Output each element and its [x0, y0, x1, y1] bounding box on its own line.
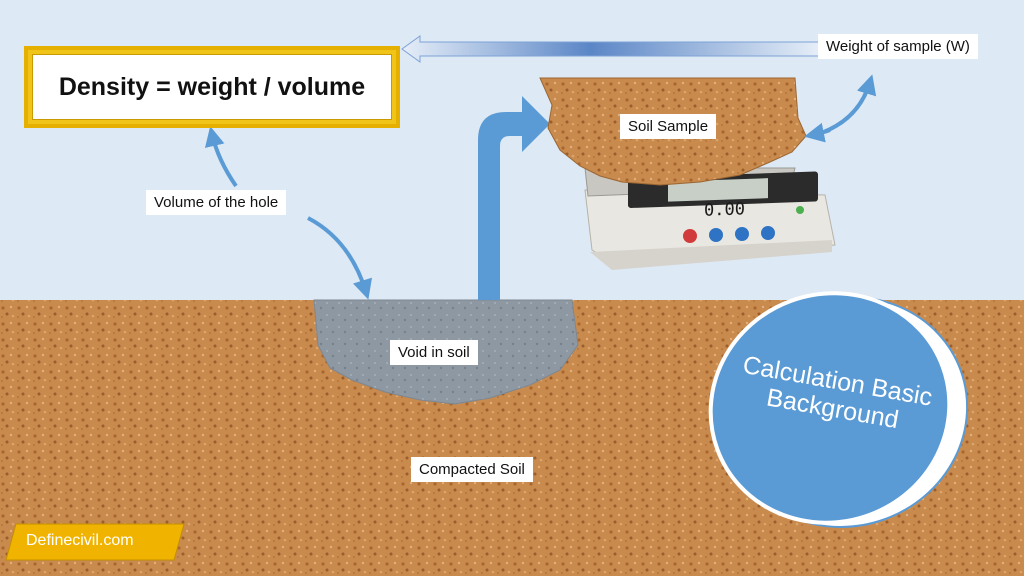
transfer-arrow [478, 96, 550, 300]
soil-sample-label: Soil Sample [620, 114, 717, 139]
compacted-soil-label: Compacted Soil [411, 457, 533, 482]
scale-button-blue-3 [761, 226, 775, 240]
volume-arrow-down [307, 216, 373, 300]
weight-of-sample-label: Weight of sample (W) [818, 34, 978, 59]
weighing-scale [584, 167, 836, 270]
calculation-disc [708, 291, 952, 525]
density-formula-box: Density = weight / volume [24, 46, 400, 128]
volume-arrow-up [204, 126, 238, 188]
density-formula: Density = weight / volume [32, 54, 392, 120]
scale-button-green [796, 206, 804, 214]
brand-label: Definecivil.com [26, 532, 134, 549]
scale-button-blue-1 [709, 228, 723, 242]
scale-button-blue-2 [735, 227, 749, 241]
void-in-soil-label: Void in soil [390, 340, 478, 365]
brand-ribbon [5, 523, 185, 561]
volume-of-hole-label: Volume of the hole [146, 190, 287, 215]
weight-arrow [401, 35, 821, 63]
scale-reading: 0.00 [704, 199, 745, 221]
scale-button-red [683, 229, 697, 243]
weight-curve-arrow [814, 74, 877, 137]
weight-curve-arrow-tail [804, 122, 831, 143]
